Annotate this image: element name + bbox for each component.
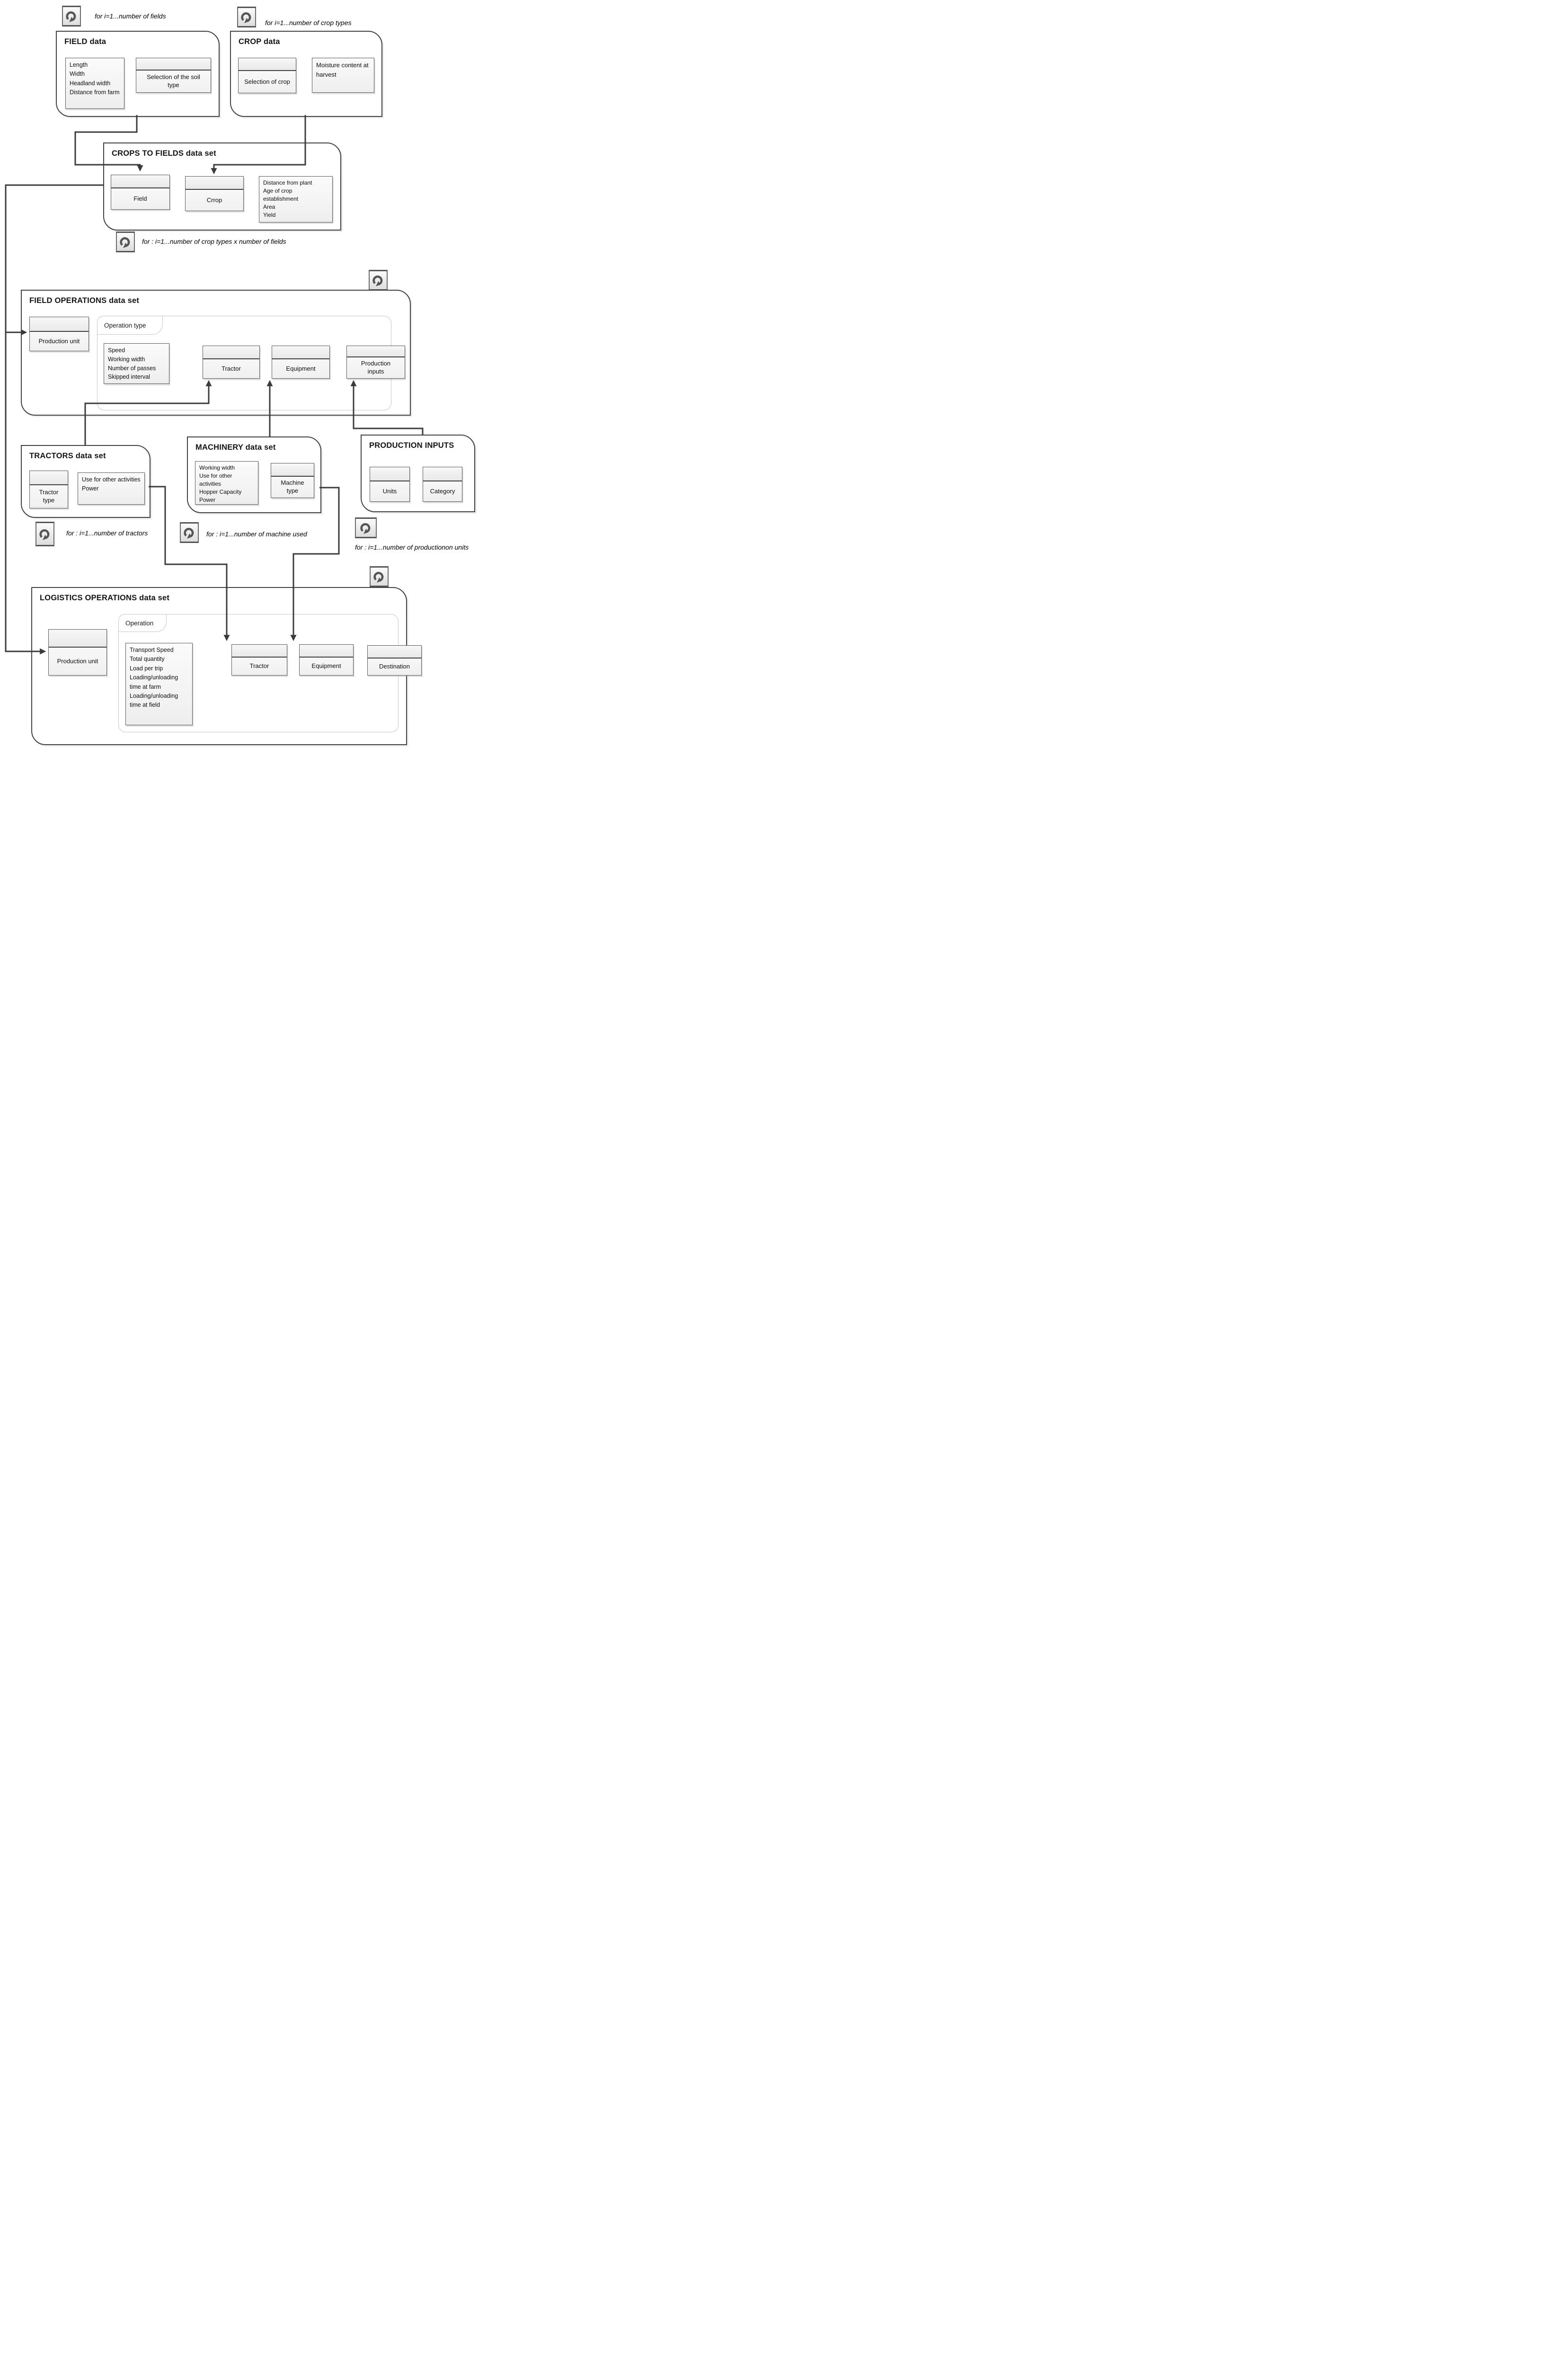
dataset-production-inputs: PRODUCTION INPUTS Units Category <box>361 435 475 512</box>
loop-icon-crops-x-fields <box>116 231 135 252</box>
entity-label: Tractor <box>221 365 241 372</box>
loop-arrow-icon <box>66 11 76 22</box>
operation-type-container: Operation type Speed Working width Numbe… <box>97 316 405 410</box>
entity-production-unit-logistics: Production unit <box>48 629 107 676</box>
entity-label: Tractor type <box>39 489 59 504</box>
entity-destination: Destination <box>367 645 422 676</box>
entity-equipment-fieldops: Equipment <box>272 346 330 379</box>
entity-label: Tractor <box>249 662 269 670</box>
dataset-title: CROPS TO FIELDS data set <box>112 149 216 158</box>
entity-crrop: Crrop <box>185 176 244 211</box>
logistics-attributes-box: Transport Speed Total quantity Load per … <box>125 643 193 725</box>
loop-icon-field-operations <box>369 270 388 291</box>
entity-header <box>368 646 421 658</box>
loop-icon-production-units <box>355 517 377 538</box>
loop-arrow-icon <box>360 523 371 534</box>
crops-to-fields-attributes-box: Distance from plant Age of crop establis… <box>259 176 333 222</box>
dataset-title: MACHINERY data set <box>195 443 276 452</box>
entity-label: Destination <box>379 663 410 670</box>
loop-icon-logistics <box>370 566 389 587</box>
entity-label: Equipment <box>311 662 341 670</box>
loop-icon-tractors <box>35 522 54 546</box>
entity-label: Machine type <box>281 479 304 494</box>
entity-production-inputs-fieldops: Production inputs <box>346 346 405 379</box>
loop-arrow-icon <box>372 276 383 286</box>
entity-label: Crrop <box>206 196 222 204</box>
dataset-title: PRODUCTION INPUTS <box>369 441 454 450</box>
entity-header <box>423 467 462 481</box>
entity-header <box>370 467 409 481</box>
loop-icon-crop-types <box>237 7 256 27</box>
entity-header <box>111 175 169 188</box>
dataset-crops-to-fields: CROPS TO FIELDS data set Field Crrop Dis… <box>103 142 341 231</box>
loop-arrow-icon <box>120 237 130 248</box>
entity-tractor-fieldops: Tractor <box>203 346 260 379</box>
entity-header <box>49 630 106 648</box>
entity-header <box>347 346 405 357</box>
dataset-title: LOGISTICS OPERATIONS data set <box>40 594 170 602</box>
loop-caption-production-units: for : i=1...number of productionon units <box>355 543 469 551</box>
entity-field: Field <box>111 175 170 210</box>
entity-tractor-logistics: Tractor <box>231 644 287 676</box>
field-attributes-box: Length Width Headland width Distance fro… <box>65 58 124 109</box>
entity-label: Field <box>133 195 147 202</box>
entity-header <box>272 346 329 359</box>
dataset-title: FIELD data <box>64 37 106 46</box>
dataset-crop-data: CROP data Selection of crop Moisture con… <box>230 31 382 117</box>
entity-header <box>239 58 296 71</box>
loop-caption-machines: for : i=1...number of machine used <box>206 530 307 538</box>
loop-caption-tractors: for : i=1...number of tractors <box>66 529 148 537</box>
dataset-title: CROP data <box>239 37 280 46</box>
crop-moisture-box: Moisture content at harvest <box>312 58 374 93</box>
entity-label: Selection of crop <box>244 78 290 85</box>
operation-container: Operation Transport Speed Total quantity… <box>118 614 422 732</box>
diagram-canvas: for i=1...number of fields for i=1...num… <box>0 0 490 749</box>
entity-header <box>136 58 211 71</box>
dataset-field-data: FIELD data Length Width Headland width D… <box>56 31 220 117</box>
entity-machine-type: Machine type <box>271 463 314 498</box>
entity-soil-type: Selection of the soil type <box>136 58 211 93</box>
entity-header <box>271 463 314 477</box>
entity-header <box>30 471 68 485</box>
dataset-machinery: MACHINERY data set Working width Use for… <box>187 436 321 513</box>
dataset-tractors: TRACTORS data set Tractor type Use for o… <box>21 445 151 518</box>
entity-category: Category <box>423 467 462 502</box>
loop-arrow-icon <box>241 12 251 23</box>
entity-header <box>203 346 259 359</box>
operation-tab: Operation <box>118 614 167 632</box>
entity-label: Units <box>382 487 397 495</box>
tractors-attributes-box: Use for other activities Power <box>78 472 145 505</box>
entity-label: Equipment <box>286 365 316 372</box>
entity-label: Production unit <box>57 657 98 665</box>
connector-trunk-to-logistics-production-unit <box>5 184 103 655</box>
entity-equipment-logistics: Equipment <box>299 644 354 676</box>
operation-type-tab: Operation type <box>97 316 163 335</box>
loop-arrow-icon <box>373 572 384 583</box>
loop-caption-fields: for i=1...number of fields <box>95 12 166 20</box>
entity-label: Category <box>430 487 455 495</box>
entity-production-unit-fieldops: Production unit <box>29 317 89 351</box>
machinery-attributes-box: Working width Use for other activities H… <box>195 461 258 505</box>
field-operations-attributes-box: Speed Working width Number of passes Ski… <box>104 343 169 384</box>
dataset-title: FIELD OPERATIONS data set <box>29 296 140 305</box>
entity-selection-of-crop: Selection of crop <box>238 58 296 93</box>
loop-caption-crops-x-fields: for : i=1...number of crop types x numbe… <box>142 238 286 245</box>
loop-arrow-icon <box>184 528 194 539</box>
entity-header <box>300 645 353 658</box>
loop-icon-fields <box>62 6 81 27</box>
entity-label: Production inputs <box>361 360 391 375</box>
entity-units: Units <box>370 467 410 502</box>
loop-caption-crop-types: for i=1...number of crop types <box>265 19 352 27</box>
dataset-title: TRACTORS data set <box>29 452 106 460</box>
entity-header <box>232 645 287 658</box>
dataset-logistics-operations: LOGISTICS OPERATIONS data set Production… <box>31 587 422 745</box>
loop-arrow-icon <box>39 529 50 540</box>
entity-header <box>186 177 243 190</box>
entity-tractor-type: Tractor type <box>29 471 68 508</box>
dataset-field-operations: FIELD OPERATIONS data set Production uni… <box>21 290 411 416</box>
entity-label: Selection of the soil type <box>147 73 200 89</box>
loop-icon-machines <box>180 522 199 543</box>
entity-header <box>30 317 89 332</box>
entity-label: Production unit <box>38 337 80 345</box>
